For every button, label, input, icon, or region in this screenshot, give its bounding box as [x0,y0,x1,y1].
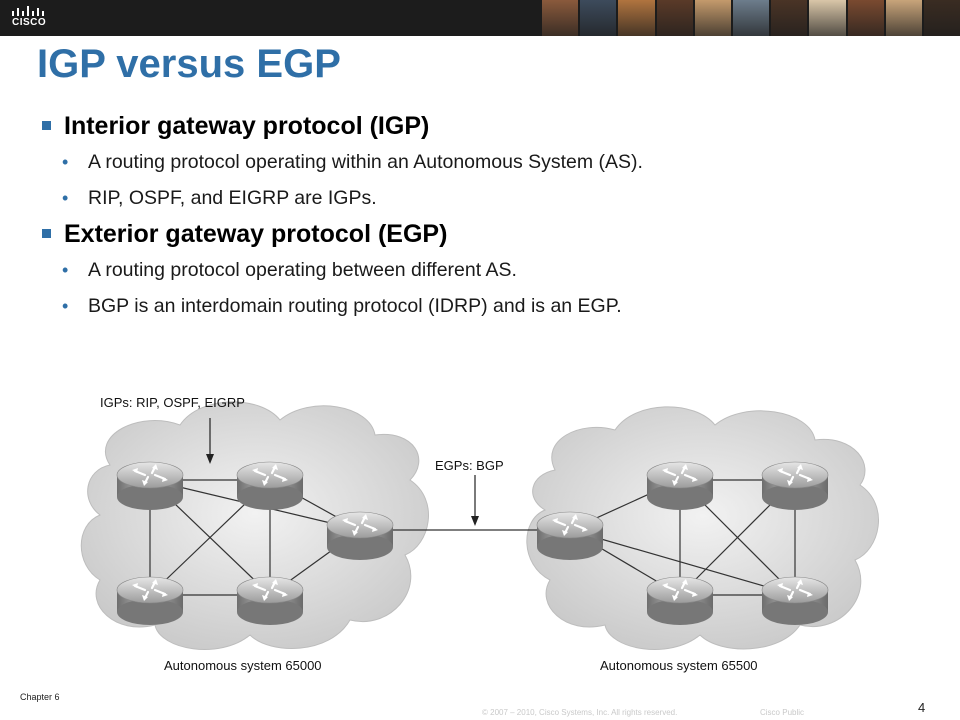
header-photo [654,0,693,36]
header-photo [578,0,617,36]
bullet-text: A routing protocol operating within an A… [88,151,643,173]
router-icon [645,575,715,627]
router-icon [760,575,830,627]
as-left-label: Autonomous system 65000 [164,658,322,673]
footer-classification: Cisco Public [760,708,805,717]
footer-chapter: Chapter 6 [20,692,60,702]
header-photo [845,0,884,36]
bullet-text: A routing protocol operating between dif… [88,259,517,281]
header-photo [883,0,922,36]
header-photo [807,0,846,36]
header-photo [540,0,579,36]
bullet-item: • A routing protocol operating between d… [40,252,940,288]
egp-label: EGPs: BGP [435,458,504,473]
section-heading-egp: Exterior gateway protocol (EGP) [40,216,940,252]
square-bullet-icon [42,121,51,130]
bullet-item: • BGP is an interdomain routing protocol… [40,288,940,324]
egp-arrow-icon [471,475,479,526]
dot-bullet-icon: • [62,152,69,172]
section-heading-text: Exterior gateway protocol (EGP) [64,220,448,248]
dot-bullet-icon: • [62,188,69,208]
bullet-item: • A routing protocol operating within an… [40,144,940,180]
header-bar: CISCO [0,0,960,36]
header-photo-strip [540,0,960,36]
igp-arrow-icon [206,418,214,464]
cisco-logo-icon [12,6,44,16]
router-icon [645,460,715,512]
router-icon [115,575,185,627]
bullet-text: BGP is an interdomain routing protocol (… [88,295,622,317]
slide-title: IGP versus EGP [37,42,341,86]
header-photo [730,0,770,36]
header-photo [616,0,655,36]
page-number: 4 [918,700,926,715]
router-icon [325,510,395,562]
bullet-text: RIP, OSPF, and EIGRP are IGPs. [88,187,377,209]
router-icon [235,460,305,512]
footer-copyright: © 2007 – 2010, Cisco Systems, Inc. All r… [482,708,678,717]
cisco-logo-text: CISCO [12,17,47,28]
header-photo [692,0,731,36]
router-icon [760,460,830,512]
network-diagram: IGPs: RIP, OSPF, EIGRP EGPs: BGP Autonom… [80,395,879,673]
bullet-list: Interior gateway protocol (IGP) • A rout… [40,108,940,324]
dot-bullet-icon: • [62,260,69,280]
header-photo [921,0,960,36]
square-bullet-icon [42,229,51,238]
section-heading-text: Interior gateway protocol (IGP) [64,112,430,140]
section-heading-igp: Interior gateway protocol (IGP) [40,108,940,144]
igp-label: IGPs: RIP, OSPF, EIGRP [100,395,245,410]
bullet-item: • RIP, OSPF, and EIGRP are IGPs. [40,180,940,216]
router-icon [115,460,185,512]
header-photo [769,0,808,36]
as-right-label: Autonomous system 65500 [600,658,758,673]
dot-bullet-icon: • [62,296,69,316]
router-icon [535,510,605,562]
router-icon [235,575,305,627]
